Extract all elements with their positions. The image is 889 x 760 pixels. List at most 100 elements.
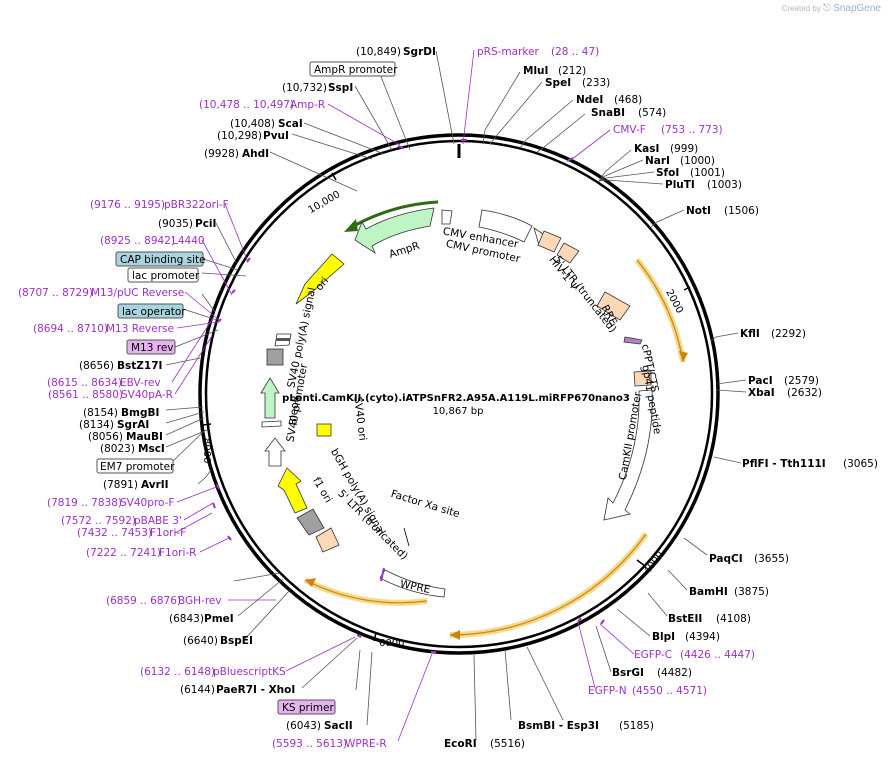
tick-mark-2000 [683,286,691,291]
enzyme-pos-bsteii: (4108) [716,613,751,625]
enzyme-name-xbai: XbaI [748,387,775,399]
primer-range-sv40pa-r: (8561 .. 8580) [48,389,123,401]
primer-name-pbluescriptks: pBluescriptKS [213,666,286,678]
enzyme-name-bmgbi: BmgBI [121,407,159,419]
primer-range-amp-r: (10,478 .. 10,497) [199,99,294,111]
bgh-polya-feature [296,508,325,536]
sv40-polya-stripe [276,338,290,341]
sv40-polya-feature [266,348,284,366]
enzyme-name-paci: PacI [748,375,773,387]
feature-label-bleor: BleoR [287,395,302,426]
enzyme-pos-msci: (8023) [100,443,135,455]
gp41-feature [623,336,643,345]
ltr-3-feature [315,527,340,553]
enzyme-name-bamhi: BamHI [689,586,728,598]
ks-primer-label: KS primer [282,702,334,714]
credit-prefix: Created by [781,4,821,13]
enzyme-pos-sspi: (10,732) [282,82,327,94]
snapgene-logo-icon: ⎋ [823,3,831,14]
orange-arc-2-line [449,533,647,636]
lac-operator-box [117,303,184,319]
primer-name-ebv-rev: EBV-rev [120,377,161,389]
sv40-ori-feature [316,423,332,437]
ampr-feature [354,207,435,255]
enzyme-pos-ahdi: (9928) [204,148,239,160]
orange-arc-2 [449,532,649,638]
enzyme-pos-avrii: (7891) [103,479,138,491]
primer-name-f1ori-f: F1ori-F [150,527,186,539]
lac-promoter-label: lac promoter [132,270,200,282]
cppt-feature [633,370,652,387]
primer-range-prs-marker: (28 .. 47) [551,46,599,58]
enzyme-name-nari: NarI [645,155,670,167]
enzyme-pos-spei: (233) [582,77,610,89]
ampr-promoter-box [309,61,396,77]
enzyme-pos-bstz17i: (8656) [79,360,114,372]
enzyme-name-pluti: PluTI [665,179,695,191]
enzyme-name-pmei: PmeI [204,613,234,625]
enzyme-pos-nari: (1000) [680,155,715,167]
primer-range-sv40pro-f: (7819 .. 7838) [47,497,122,509]
wpre-feature [379,569,446,598]
boxed-labels: AmpR promoter CAP binding site lac promo… [96,61,398,715]
cap-binding-site-box [115,251,204,267]
m13-rev-box [126,339,176,355]
enzyme-pos-kfli: (2292) [771,328,806,340]
enzyme-pos-bsmbi: (5185) [619,720,654,732]
cap-binding-site-label: CAP binding site [120,254,206,266]
primer-range-egfp-c: (4426 .. 4447) [680,649,755,661]
enzyme-name-msci: MscI [138,443,165,455]
enzyme-name-snabi: SnaBI [591,107,625,119]
enzyme-name-sacii: SacII [324,720,353,732]
enzyme-pos-sgrdi: (10,849) [356,46,401,58]
em7-promoter-label: EM7 promoter [100,461,175,473]
enzyme-name-kasi: KasI [634,143,659,155]
enzyme-labels: (10,849) SgrDI (10,732) SspI (10,408) Sc… [79,46,878,750]
primer-name-sv40pro-f: SV40pro-F [120,497,174,509]
rre-feature [596,291,631,321]
enzyme-name-bsrgi: BsrGI [612,667,644,679]
tick-label-6000: 6000 [379,638,404,649]
enzyme-pos-bmgbi: (8154) [83,407,118,419]
primer-ticks [212,139,605,653]
enzyme-name-sfoi: SfoI [656,167,679,179]
orange-arc-1-line [636,259,684,363]
enzyme-pos-mlui: (212) [558,65,586,77]
enzyme-name-bstz17i: BstZ17I [117,360,162,372]
primer-range-bgh-rev: (6859 .. 6876) [106,595,181,607]
lac-promoter-box [127,267,199,283]
m13-rev-label: M13 rev [131,342,174,354]
enzyme-connectors [165,50,747,741]
primer-name-sv40pa-r: SV40pA-R [121,389,173,401]
enzyme-name-sgrdi: SgrDI [403,46,436,58]
snapgene-credit: Created by ⎋ SnapGene [782,3,881,14]
primer-name-bgh-rev: BGH-rev [178,595,222,607]
enzyme-pos-ndei: (468) [614,94,642,106]
primer-range-cmv-f: (753 .. 773) [661,124,723,136]
enzyme-name-sgrai: SgrAI [117,419,149,431]
orange-arrowhead-3 [305,578,316,587]
tick-mark-4000 [636,559,646,567]
bleor-feature [260,377,280,419]
enzyme-name-bsteii: BstEII [668,613,702,625]
enzyme-name-mlui: MluI [523,65,548,77]
feature-label-wpre: WPRE [399,578,431,596]
enzyme-pos-blpi: (4394) [685,631,720,643]
enzyme-pos-bsrgi: (4482) [657,667,692,679]
enzyme-name-sspi: SspI [328,82,353,94]
enzyme-name-ndei: NdeI [576,94,603,106]
primer-range-ebv-rev: (8615 .. 8634) [47,377,122,389]
tick-mark-10000 [331,172,337,181]
enzyme-pos-ecori: (5516) [490,738,525,750]
primer-name-l4440: L4440 [172,235,205,247]
orange-arc-3-line [304,579,428,604]
enzyme-name-pcii: PciI [195,218,216,230]
enzyme-pos-paer7i: (6144) [180,684,215,696]
primer-range-pbluescriptks: (6132 .. 6148) [140,666,215,678]
primer-name-wpre-r: WPRE-R [345,738,387,750]
tick-label-10000: 10,000 [307,189,343,216]
cmv-enhancer-feature [478,209,533,243]
enzyme-name-paqci: PaqCI [709,553,743,565]
enzyme-name-bsmbi: BsmBI - Esp3I [518,720,599,732]
primer-name-egfp-c: EGFP-C [634,649,672,661]
